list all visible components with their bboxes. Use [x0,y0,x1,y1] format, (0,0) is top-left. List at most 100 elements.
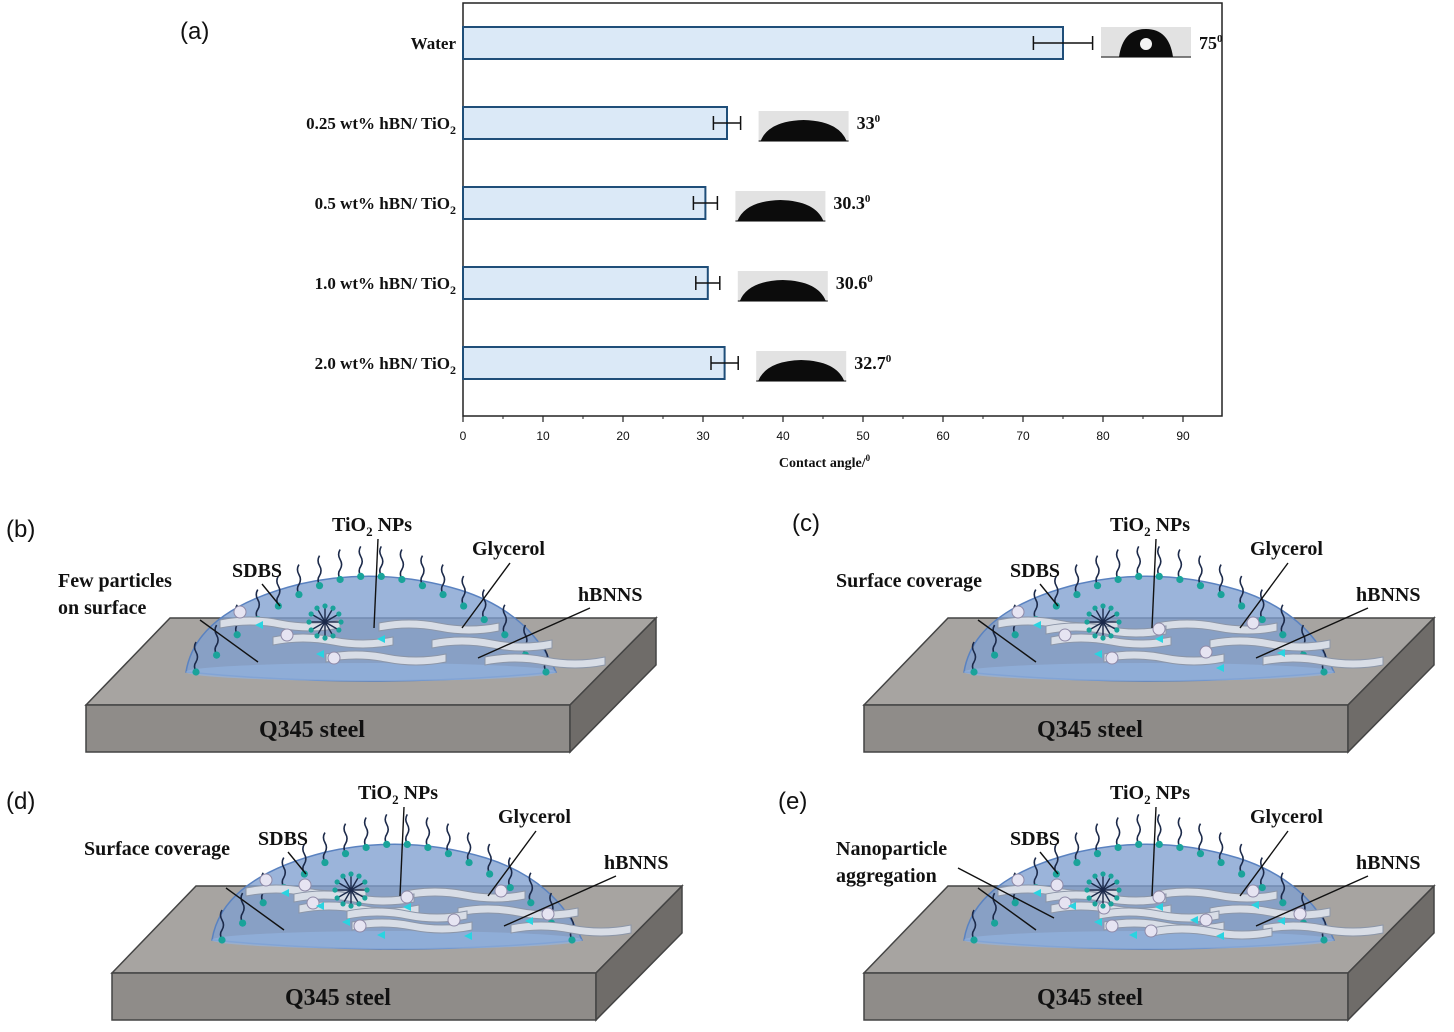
y-tick-label: 0.25 wt% hBN/ TiO2 [306,114,456,137]
hbn-sheet [378,619,500,635]
surfactant-tail [378,545,384,577]
hbnns-label: hBNNS [578,584,642,606]
glycerol-molecule [1190,916,1198,924]
hbnns-label: hBNNS [1356,852,1420,874]
hbn-sheet [351,918,473,934]
substrate-label: Q345 steel [1037,717,1143,743]
surfactant-tail [296,564,302,595]
tio2-nanoparticle [541,907,555,921]
surfactant-tail [1198,823,1203,855]
tio2-leader [1151,806,1157,897]
surfactant-tail [440,564,446,595]
micelle-head [1108,633,1114,639]
surfactant-tail [1259,857,1265,888]
substrate-label: Q345 steel [285,985,391,1011]
micelle-tail [1102,621,1116,630]
surfactant-head [218,936,226,944]
micelle-tail [350,877,359,891]
surfactant-head [1011,631,1019,639]
glycerol-label: Glycerol [1250,806,1323,828]
micelle-tail [343,889,352,903]
surfactant-tail [281,857,287,888]
hbn-sheet [1045,622,1167,638]
surfactant-head [1217,858,1225,867]
surfactant-tail [358,545,364,577]
surfactant-tail [425,817,431,848]
surfactant-head [527,899,535,907]
tio2-leader [399,806,405,897]
tio2-label: TiO2 NPs [332,514,412,539]
micelle-head [314,633,320,639]
surfactant-tail [461,575,466,607]
hbnns-leader [477,607,591,659]
surfactant-head [1279,631,1287,639]
surfactant-tail [1239,843,1244,875]
hbn-sheet [1262,921,1384,937]
micelle-tail [324,609,333,623]
surfactant-tail [1177,549,1183,580]
micelle-tail [1090,621,1104,630]
surfactant-head [300,870,308,878]
tio2-label: TiO2 NPs [1110,514,1190,539]
glycerol-molecule [1216,664,1224,672]
micelle-head [1108,901,1114,907]
surfactant-tail [1074,832,1080,863]
hbn-sheet [1151,924,1273,940]
surfactant-tail [481,589,487,620]
surfactant-head [970,936,978,944]
glycerol-molecule [377,635,385,643]
micelle-head [322,635,328,641]
micelle-head [1108,873,1114,879]
glycerol-molecule [403,903,411,911]
surfactant-tail [1115,817,1121,848]
glycerol-molecule [1277,917,1285,925]
micelle-head [1108,605,1114,611]
micelle-head [340,901,346,907]
micelle-tail [1090,889,1104,898]
x-axis-label: Contact angle/0 [779,453,871,471]
micelle-tail [1102,621,1111,635]
tio2-nanoparticle [353,919,367,933]
surfactant-tail [384,813,390,845]
surfactant-tail [193,641,199,673]
surfactant-head [295,590,303,599]
annotation-leader-2 [957,867,1055,919]
flat-droplet [760,120,847,141]
surfactant-head [192,668,200,676]
micelle-head [322,603,328,609]
surfactant-tail [446,823,451,855]
micelle-head [362,879,368,885]
hbnns-leader [1255,607,1369,659]
tio2-nanoparticle [1246,616,1260,630]
glycerol-molecule [1068,902,1076,910]
sdbs-label: SDBS [1010,828,1060,850]
panel-label-e: (e) [778,788,808,815]
glycerol-molecule [316,902,324,910]
micelle-head [364,887,370,893]
annotation-line-2: on surface [58,597,146,619]
surfactant-head [403,840,411,848]
hbn-sheet [431,636,553,652]
tio2-leader [373,538,379,629]
tio2-nanoparticle [259,873,273,887]
surfactant-head [418,582,427,590]
sdbs-label: SDBS [1010,560,1060,582]
micelle-tail [350,889,364,898]
micelle-head [340,873,346,879]
tio2-nanoparticle [1152,890,1166,904]
micelle-tail [1090,614,1104,623]
glycerol-molecule [1251,901,1259,909]
surfactant-head [1114,575,1122,584]
surfactant-tail [276,575,281,607]
droplet-photo [758,111,849,142]
hbn-sheet [325,650,447,666]
bar [462,106,728,140]
glycerol-molecule [1033,621,1041,629]
surfactant-head [990,651,999,659]
surfactant-head [1196,582,1205,590]
surfactant-tail [528,872,534,904]
surfactant-tail [1280,604,1286,636]
surfactant-tail [1054,843,1059,875]
